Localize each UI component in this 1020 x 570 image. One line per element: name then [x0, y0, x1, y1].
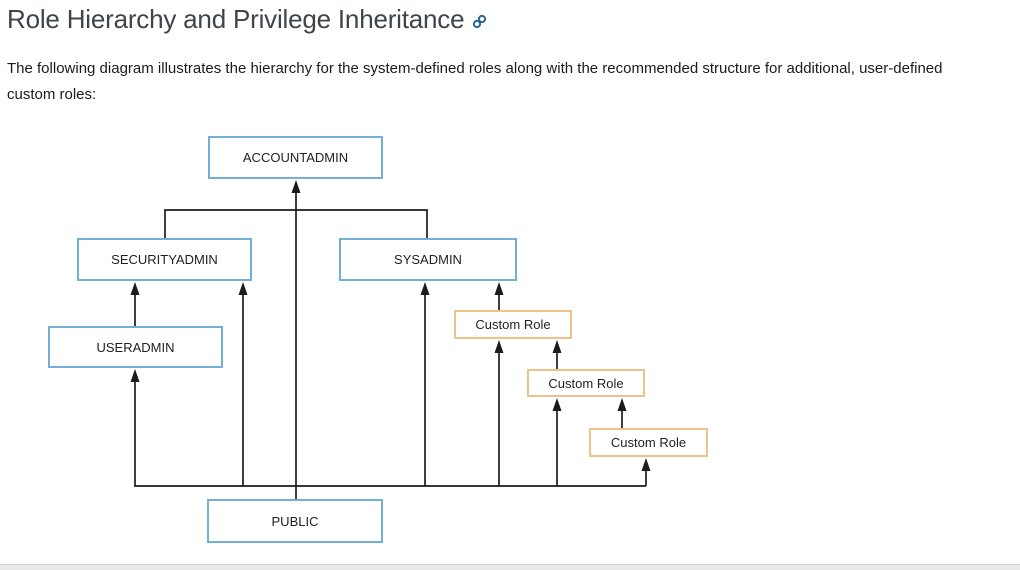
node-useradmin-label: USERADMIN — [96, 339, 175, 355]
node-custom-role-2-label: Custom Role — [548, 375, 624, 391]
node-custom-role-2: Custom Role — [527, 369, 645, 397]
node-accountadmin: ACCOUNTADMIN — [208, 136, 383, 179]
node-sysadmin-label: SYSADMIN — [394, 252, 462, 267]
node-custom-role-1-label: Custom Role — [475, 317, 551, 332]
node-custom-role-1: Custom Role — [454, 310, 572, 339]
page-header: Role Hierarchy and Privilege Inheritance — [7, 3, 488, 35]
node-custom-role-3: Custom Role — [589, 428, 708, 457]
node-custom-role-3-label: Custom Role — [610, 435, 687, 450]
intro-paragraph: The following diagram illustrates the hi… — [7, 60, 943, 103]
node-useradmin: USERADMIN — [48, 326, 223, 368]
node-securityadmin-label: SECURITYADMIN — [111, 252, 218, 267]
node-accountadmin-label: ACCOUNTADMIN — [242, 150, 349, 165]
node-securityadmin: SECURITYADMIN — [77, 238, 252, 281]
node-public-label: PUBLIC — [271, 513, 319, 529]
node-public: PUBLIC — [207, 499, 383, 543]
section-divider — [0, 564, 1020, 570]
page-title: Role Hierarchy and Privilege Inheritance — [7, 4, 465, 34]
node-sysadmin: SYSADMIN — [339, 238, 517, 281]
permalink-link-icon[interactable] — [471, 13, 488, 30]
